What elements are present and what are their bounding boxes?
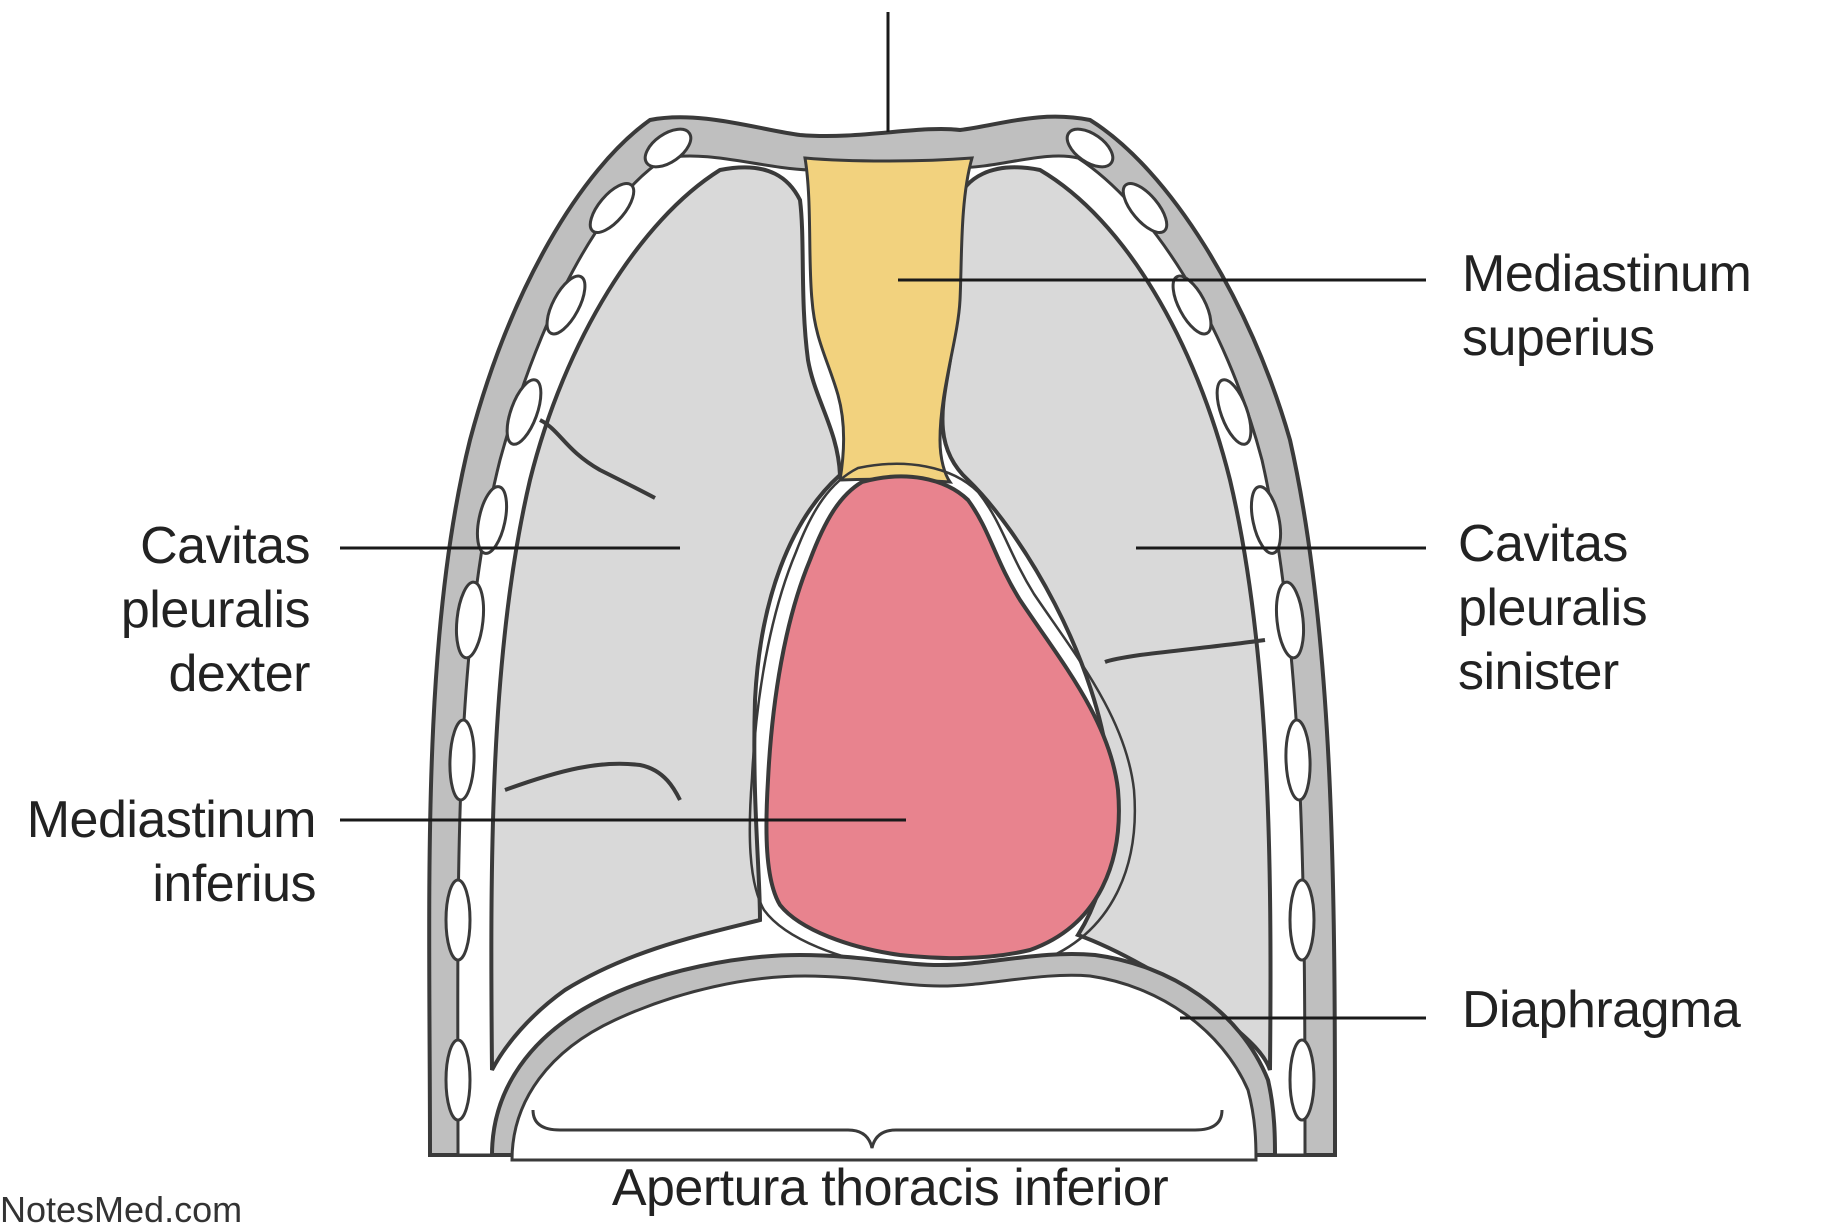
label-apertura-thoracis-inferior: Apertura thoracis inferior <box>560 1156 1220 1220</box>
label-cavitas-pleuralis-dexter: Cavitas pleuralis dexter <box>60 514 310 706</box>
label-mediastinum-inferius: Mediastinum inferius <box>0 788 316 916</box>
label-mediastinum-superius: Mediastinum superius <box>1462 242 1802 370</box>
label-cavitas-pleuralis-sinister: Cavitas pleuralis sinister <box>1458 512 1830 704</box>
label-diaphragma: Diaphragma <box>1462 978 1792 1042</box>
watermark-text: NotesMed.com <box>0 1190 242 1230</box>
